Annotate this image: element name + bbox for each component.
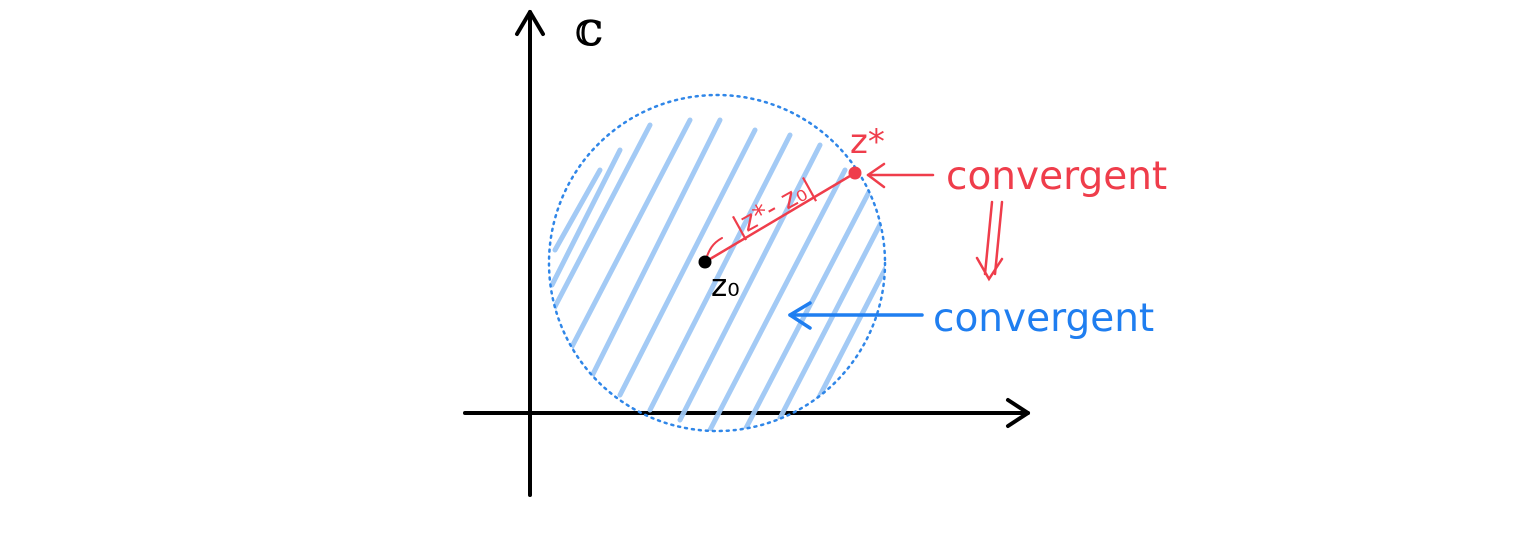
radius-segment-group — [698, 166, 862, 269]
center-point-label: z₀ — [711, 268, 740, 304]
blue-pointer-arrowhead — [788, 301, 812, 330]
blue-convergent-annotation: convergent — [788, 296, 1154, 341]
vertical-axis-arrowhead — [515, 10, 545, 36]
complex-plane-label: ℂ — [575, 14, 602, 54]
implication-double-arrow — [975, 200, 1004, 282]
center-point-dot — [698, 255, 712, 269]
boundary-point-label: z* — [850, 122, 885, 162]
red-pointer-arrowhead — [866, 162, 886, 189]
red-convergent-label: convergent — [946, 154, 1167, 199]
disk-boundary — [547, 93, 887, 433]
axes — [463, 10, 1030, 497]
convergence-disk — [547, 93, 887, 433]
radius-segment — [703, 171, 857, 264]
blue-convergent-label: convergent — [933, 296, 1154, 341]
disk-hatching — [549, 117, 885, 431]
red-convergent-annotation: convergent — [866, 154, 1167, 199]
horizontal-axis-arrowhead — [1006, 398, 1030, 428]
boundary-point-dot — [848, 166, 862, 180]
